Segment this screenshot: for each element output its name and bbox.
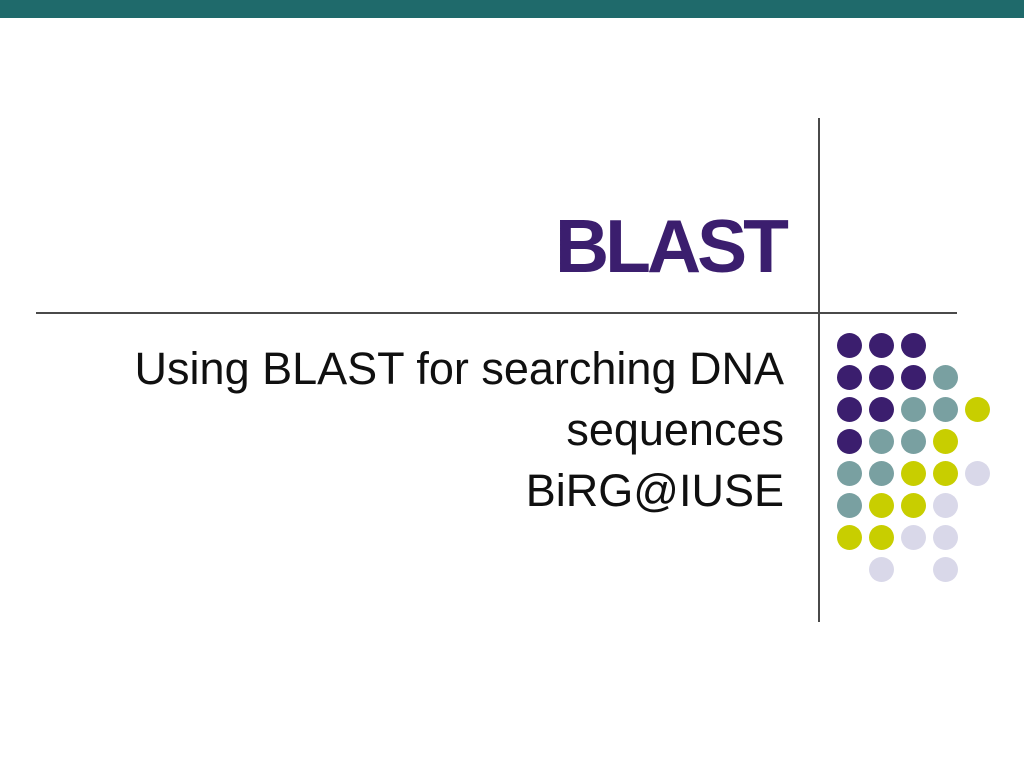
dot [932,428,958,454]
dot [868,396,894,422]
dot [868,524,894,550]
dot [900,364,926,390]
dot [836,428,862,454]
vertical-rule [818,118,820,622]
dot [836,332,862,358]
dot [932,460,958,486]
dot [836,460,862,486]
dot [836,524,862,550]
subtitle-line-3: BiRG@IUSE [525,465,784,516]
dot [964,396,990,422]
dot [900,524,926,550]
dot [900,332,926,358]
horizontal-rule [36,312,957,314]
dot [932,492,958,518]
dot [900,492,926,518]
dot [868,332,894,358]
dot [836,492,862,518]
dot [868,556,894,582]
dot [868,492,894,518]
dot [868,428,894,454]
subtitle-block: Using BLAST for searching DNA sequences … [135,338,784,521]
dot [932,396,958,422]
subtitle-line-1: Using BLAST for searching DNA [134,343,784,394]
dot [900,460,926,486]
dot [964,460,990,486]
dot [932,364,958,390]
dot [932,524,958,550]
dot [932,556,958,582]
subtitle-line-2: sequences [566,404,784,455]
dot [868,364,894,390]
dot [868,460,894,486]
top-accent-bar [0,0,1024,18]
slide-title: BLAST [555,204,789,288]
dot [900,428,926,454]
dot [836,396,862,422]
dot [900,396,926,422]
dot [836,364,862,390]
